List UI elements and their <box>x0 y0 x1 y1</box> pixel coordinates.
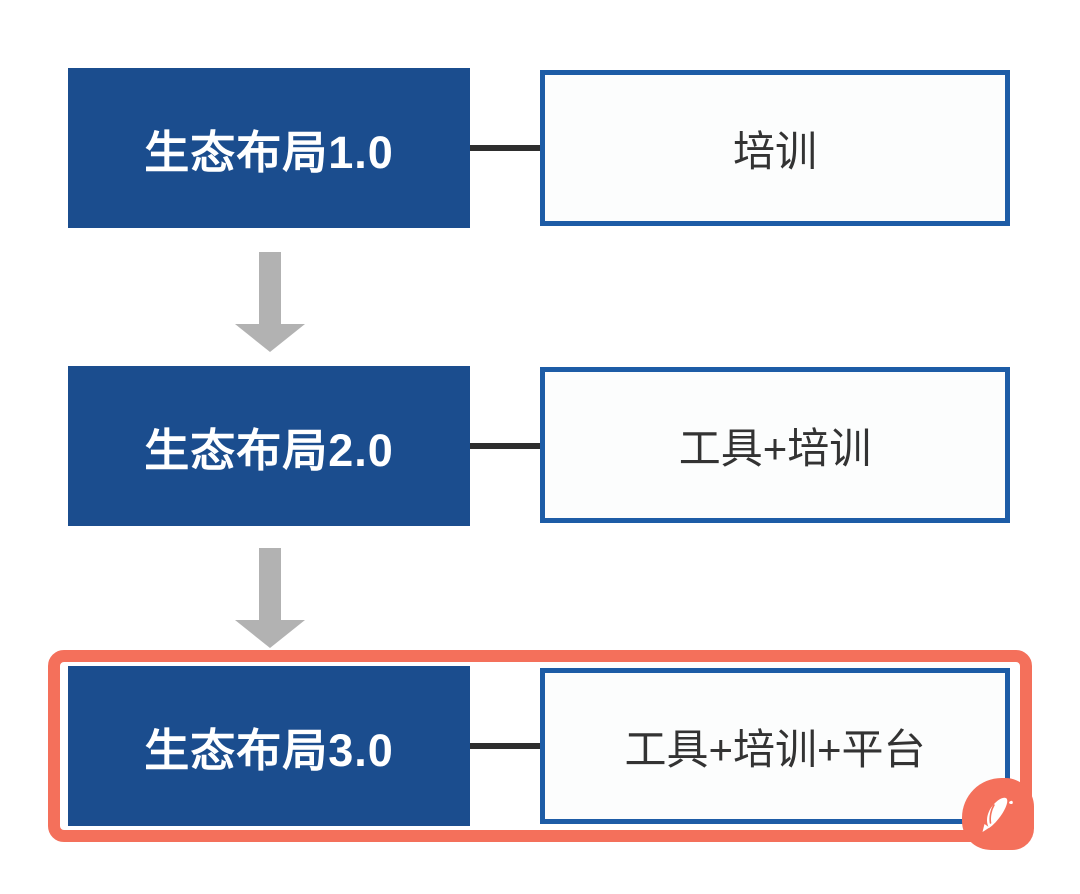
content-label-1: 培训 <box>732 127 817 175</box>
content-box-2: 工具+培训 <box>540 367 1010 523</box>
brand-logo-badge <box>962 778 1034 850</box>
down-arrow-1 <box>235 252 305 352</box>
down-arrow-2 <box>235 548 305 648</box>
down-arrow-shaft <box>259 548 281 620</box>
content-label-2: 工具+培训 <box>678 424 872 472</box>
connector-line-1 <box>470 145 540 151</box>
stage-box-3: 生态布局3.0 <box>68 666 470 826</box>
content-box-1: 培训 <box>540 70 1010 226</box>
fish-feather-icon <box>982 797 1013 832</box>
content-box-3: 工具+培训+平台 <box>540 668 1010 824</box>
stage-label-1: 生态布局1.0 <box>144 126 394 178</box>
stage-label-3: 生态布局3.0 <box>144 724 394 776</box>
connector-line-2 <box>470 443 540 449</box>
content-label-3: 工具+培训+平台 <box>624 725 926 773</box>
down-arrow-head <box>235 620 305 648</box>
stage-label-2: 生态布局2.0 <box>144 424 394 476</box>
stage-box-1: 生态布局1.0 <box>68 68 470 228</box>
down-arrow-head <box>235 324 305 352</box>
down-arrow-shaft <box>259 252 281 324</box>
stage-box-2: 生态布局2.0 <box>68 366 470 526</box>
connector-line-3 <box>470 743 540 749</box>
highlight-frame <box>48 650 1032 842</box>
